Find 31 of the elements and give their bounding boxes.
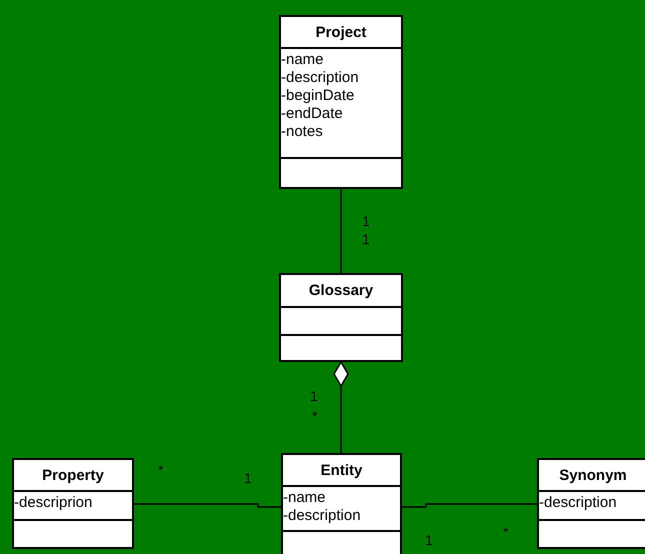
multiplicity-label: 1 bbox=[362, 213, 370, 229]
attribute: -name bbox=[281, 51, 325, 69]
class-box bbox=[12, 458, 134, 549]
attribute: -name bbox=[283, 489, 327, 507]
multiplicity-label: 1 bbox=[425, 532, 433, 548]
aggregation-line bbox=[333, 361, 349, 453]
class-box bbox=[537, 458, 645, 549]
class-box bbox=[281, 453, 402, 554]
attribute: -beginDate bbox=[281, 87, 356, 105]
attribute: -notes bbox=[281, 123, 324, 141]
multiplicity-label: * bbox=[312, 408, 318, 424]
attribute: -description bbox=[539, 494, 618, 512]
attribute: -descriprion bbox=[14, 494, 94, 512]
class-name: Glossary bbox=[308, 282, 374, 299]
class-name: Property bbox=[42, 466, 104, 484]
multiplicity-label: * bbox=[158, 462, 164, 478]
attribute: -description bbox=[281, 69, 360, 87]
association-line bbox=[402, 503, 537, 508]
association-line bbox=[134, 503, 281, 508]
multiplicity-label: 1 bbox=[362, 231, 370, 247]
class-name: Project bbox=[316, 24, 366, 40]
class-name: Synonym bbox=[559, 466, 627, 484]
multiplicity-label: 1 bbox=[310, 388, 318, 404]
class-name: Entity bbox=[320, 462, 362, 478]
class-box bbox=[279, 15, 403, 189]
multiplicity-label: 1 bbox=[244, 470, 252, 486]
association-line bbox=[340, 189, 342, 273]
attribute: -endDate bbox=[281, 105, 344, 123]
class-box bbox=[279, 273, 403, 362]
attribute: -description bbox=[283, 507, 362, 525]
multiplicity-label: * bbox=[503, 524, 508, 540]
